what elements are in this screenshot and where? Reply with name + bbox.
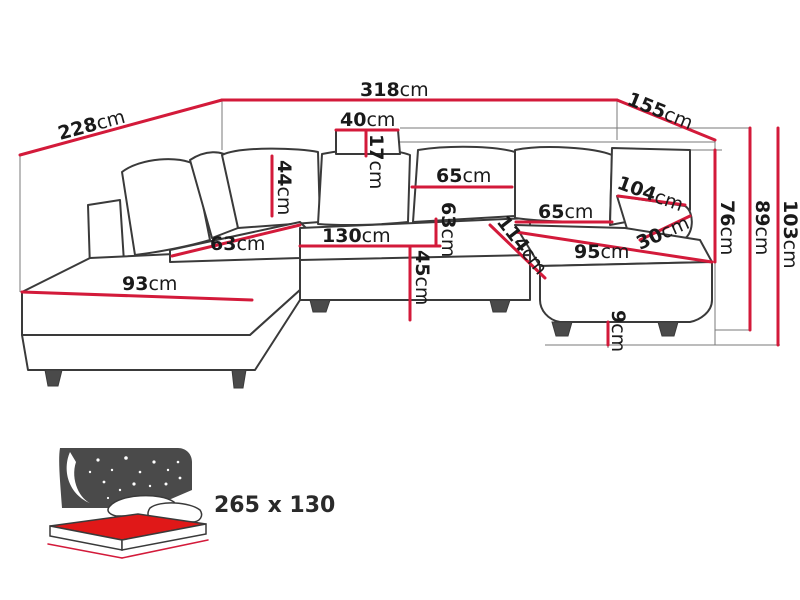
label-back-cushion-height: 44cm: [273, 160, 295, 215]
label-cushion-width-right: 65cm: [538, 201, 593, 223]
leg-left-1: [44, 369, 63, 387]
label-height-min: 76cm: [716, 200, 738, 255]
center-cushion-1: [317, 148, 411, 227]
bed-base-side-icon: [121, 523, 207, 551]
dimension-labels: 318cm 228cm 155cm 40cm 17cm 44cm 65cm 65…: [56, 79, 800, 352]
label-right-depth: 155cm: [624, 88, 696, 134]
center-base: [299, 254, 531, 301]
leg-right-2: [657, 321, 679, 337]
right-base: [539, 261, 713, 323]
bed-size-label: 265 x 130: [214, 493, 335, 518]
label-cushion-width-center: 65cm: [436, 165, 491, 187]
bed-arrow-length: [47, 543, 123, 559]
leg-center-2: [489, 299, 511, 313]
label-right-seat-width: 95cm: [574, 241, 629, 263]
label-headrest-height: 17cm: [365, 134, 387, 189]
night-sky-icon: [59, 448, 193, 508]
label-total-width: 318cm: [360, 79, 429, 101]
label-height-max: 103cm: [779, 200, 800, 269]
leg-right-1: [551, 321, 573, 337]
label-left-depth: 228cm: [56, 106, 128, 145]
bed-function-icon: [47, 448, 209, 559]
label-leg-height: 9cm: [607, 310, 629, 352]
label-center-seat-width: 130cm: [322, 225, 391, 247]
label-center-seat-depth: 63cm: [437, 202, 459, 257]
moon-icon: [66, 452, 92, 504]
legs: [44, 299, 679, 389]
left-back-cushion-1: [121, 158, 211, 256]
stars-icon: [88, 456, 182, 500]
leg-left-2: [231, 369, 247, 389]
bed-arrow-width: [121, 539, 209, 559]
label-left-seat-width: 93cm: [122, 273, 177, 295]
label-height-mid: 89cm: [751, 200, 773, 255]
leg-center-1: [309, 299, 331, 313]
label-left-seat-depth: 63cm: [210, 233, 265, 255]
measurement-lines: [18, 98, 780, 347]
label-headrest-width: 40cm: [340, 109, 395, 131]
sofa-outline: [21, 129, 713, 371]
label-seat-height: 45cm: [411, 250, 433, 305]
